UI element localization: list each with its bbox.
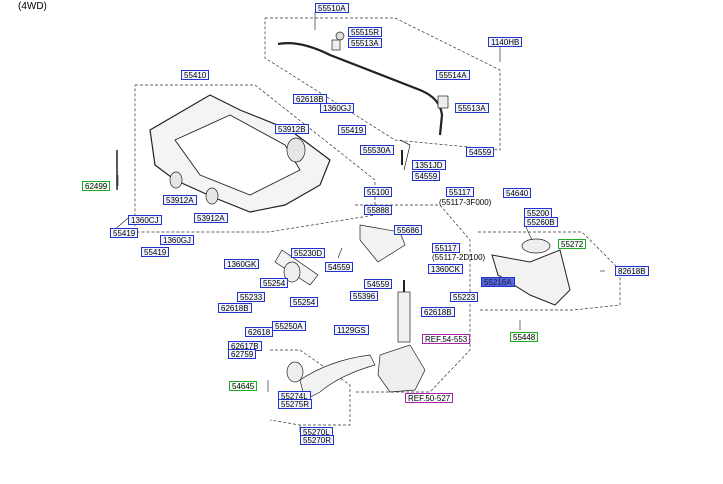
knuckle-shape (377, 344, 426, 393)
ref-link-50-527[interactable]: REF.50-527 (405, 393, 454, 403)
part-label-54645[interactable]: 54645 (229, 381, 258, 391)
stabilizer-group-outline (264, 17, 501, 151)
part-label-1360cj[interactable]: 1360CJ (128, 215, 162, 225)
part-label-55260b[interactable]: 55260B (524, 217, 558, 227)
part-label-55530a[interactable]: 55530A (360, 145, 394, 155)
part-label-54640[interactable]: 54640 (503, 188, 532, 198)
subframe-group-outline (134, 84, 376, 233)
part-label-1360gk-a[interactable]: 1360GK (224, 259, 260, 269)
part-label-55117-a[interactable]: 55117 (446, 187, 474, 197)
upper-arm-shape (359, 224, 406, 263)
part-label-55514a[interactable]: 55514A (436, 70, 470, 80)
part-label-82618b[interactable]: 82618B (615, 266, 649, 276)
trailing-group-outline (269, 349, 351, 426)
part-label-55396[interactable]: 55396 (350, 291, 379, 301)
part-label-55419-c[interactable]: 55419 (141, 247, 170, 257)
part-label-62759[interactable]: 62759 (228, 349, 257, 359)
part-label-54559-d[interactable]: 54559 (364, 279, 393, 289)
part-label-53912a-b[interactable]: 53912A (194, 213, 228, 223)
part-label-55100[interactable]: 55100 (364, 187, 393, 197)
part-label-55410[interactable]: 55410 (181, 70, 210, 80)
lower-arm-group-outline (478, 231, 621, 311)
part-label-55233[interactable]: 55233 (237, 292, 266, 302)
part-label-55888[interactable]: 55888 (364, 205, 393, 215)
part-label-55419-b[interactable]: 55419 (110, 228, 139, 238)
trailing-arm-shape (299, 354, 376, 401)
part-label-1360gj-b[interactable]: 1360GJ (160, 235, 195, 245)
part-label-62618b-b[interactable]: 62618B (218, 303, 252, 313)
part-label-55254-a[interactable]: 55254 (260, 278, 289, 288)
part-label-55686[interactable]: 55686 (394, 225, 423, 235)
part-label-53912a-a[interactable]: 53912A (163, 195, 197, 205)
part-label-55117-b[interactable]: 55117 (432, 243, 460, 253)
part-label-1140hb[interactable]: 1140HB (488, 37, 523, 47)
part-label-62618-d[interactable]: 62618 (245, 327, 274, 337)
part-label-1360ck[interactable]: 1360CK (428, 264, 463, 274)
part-label-55513a-2[interactable]: 55513A (455, 103, 489, 113)
part-note-55117-3f000: (55117-3F000) (439, 198, 492, 207)
part-label-1351jd[interactable]: 1351JD (412, 160, 446, 170)
part-label-55223[interactable]: 55223 (450, 292, 479, 302)
part-label-1360gj-a[interactable]: 1360GJ (320, 103, 355, 113)
part-label-54559-b[interactable]: 54559 (412, 171, 441, 181)
part-label-62499[interactable]: 62499 (82, 181, 111, 191)
header-variant: (4WD) (18, 1, 47, 12)
part-label-62618b-c[interactable]: 62618B (421, 307, 455, 317)
part-label-55275r[interactable]: 55275R (278, 399, 313, 409)
part-label-54559-c[interactable]: 54559 (325, 262, 354, 272)
part-label-55270r[interactable]: 55270R (300, 435, 335, 445)
part-label-55216a[interactable]: 55216A (481, 277, 515, 287)
part-label-1129gs[interactable]: 1129GS (334, 325, 369, 335)
part-label-54559-a[interactable]: 54559 (466, 147, 495, 157)
part-label-55513a[interactable]: 55513A (348, 38, 382, 48)
part-label-55510a[interactable]: 55510A (315, 3, 349, 13)
part-label-55272[interactable]: 55272 (558, 239, 587, 249)
part-label-55419-a[interactable]: 55419 (338, 125, 367, 135)
part-label-55230d[interactable]: 55230D (291, 248, 326, 258)
part-label-55515r[interactable]: 55515R (348, 27, 383, 37)
part-label-55448[interactable]: 55448 (510, 332, 539, 342)
part-label-53912b[interactable]: 53912B (275, 124, 309, 134)
part-label-55250a[interactable]: 55250A (272, 321, 306, 331)
part-label-55254-b[interactable]: 55254 (290, 297, 319, 307)
part-note-55117-2d100: (55117-2D100) (432, 253, 486, 262)
part-label-62618b[interactable]: 62618B (293, 94, 327, 104)
shock-absorber-shape (397, 291, 411, 343)
stabilizer-bar-shape (277, 42, 444, 136)
ref-link-54-553[interactable]: REF.54-553 (422, 334, 471, 344)
